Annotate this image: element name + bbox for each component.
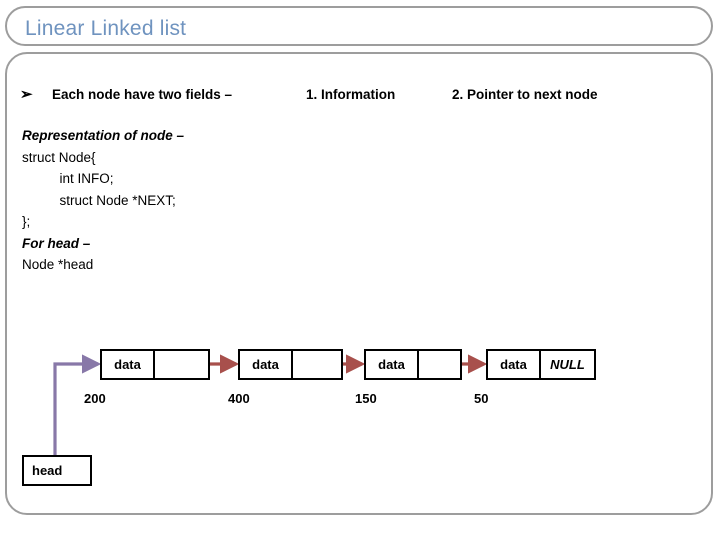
code-line: }; xyxy=(22,214,31,229)
bullet-row: ➢ Each node have two fields – 1. Informa… xyxy=(16,84,706,108)
node-address: 200 xyxy=(84,391,106,406)
node-null-cell: NULL xyxy=(550,357,585,372)
node-address: 400 xyxy=(228,391,250,406)
node-pointer-cell xyxy=(293,351,341,378)
code-line: Representation of node – xyxy=(22,128,185,143)
list-node[interactable]: data xyxy=(100,349,210,380)
list-node[interactable]: data xyxy=(364,349,462,380)
node-address: 150 xyxy=(355,391,377,406)
code-line: Node *head xyxy=(22,257,94,272)
field-one-label: 1. Information xyxy=(306,87,396,102)
node-data-cell: data xyxy=(366,351,419,378)
node-pointer-cell xyxy=(419,351,460,378)
title-frame: Linear Linked list xyxy=(5,6,713,46)
code-line: struct Node *NEXT; xyxy=(22,192,176,208)
node-address: 50 xyxy=(474,391,489,406)
node-data-cell: data xyxy=(240,351,293,378)
node-data-cell: data xyxy=(488,351,541,378)
bullet-arrow-icon: ➢ xyxy=(20,86,33,103)
page-title: Linear Linked list xyxy=(25,17,187,40)
node-data-cell: data xyxy=(102,351,155,378)
list-node[interactable]: data xyxy=(238,349,343,380)
head-variable-box[interactable]: head xyxy=(22,455,92,486)
code-line: For head – xyxy=(22,235,91,251)
node-pointer-cell xyxy=(155,351,208,378)
node-representation-code: Representation of node – struct Node{ in… xyxy=(22,125,442,276)
code-line: struct Node{ xyxy=(22,149,96,165)
bullet-text: Each node have two fields – xyxy=(52,87,233,102)
head-arrow-path xyxy=(53,354,102,455)
list-node[interactable]: data NULL xyxy=(486,349,596,380)
field-two-label: 2. Pointer to next node xyxy=(452,87,598,102)
content-frame xyxy=(5,52,713,515)
code-line: int INFO; xyxy=(22,171,114,186)
